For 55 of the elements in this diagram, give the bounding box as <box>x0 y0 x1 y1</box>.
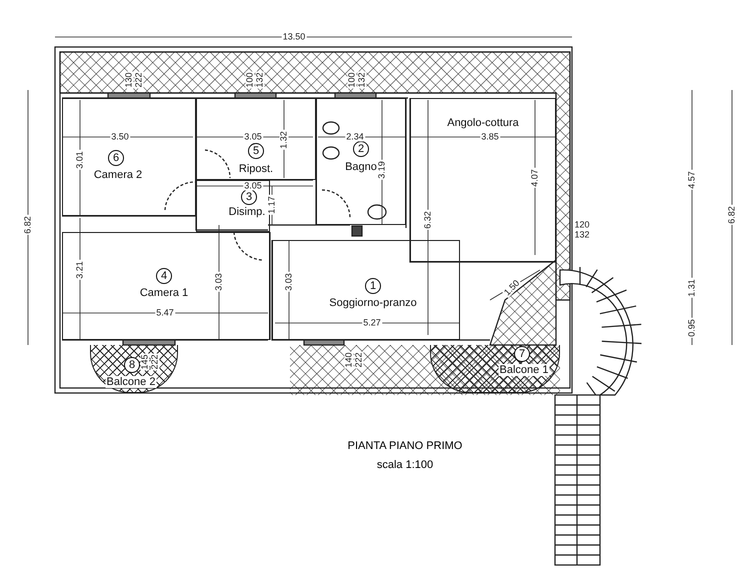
dimension-label: 3.03 <box>214 272 224 292</box>
room-name: Camera 1 <box>140 287 188 299</box>
dimension-label: 3.19 <box>378 160 386 180</box>
balcony-area <box>90 345 178 393</box>
dimension-label: 3.21 <box>76 260 84 280</box>
dimension-label: 222 <box>354 351 364 369</box>
room-name: Disimp. <box>228 206 266 218</box>
room-number: 2 <box>353 141 369 157</box>
dimension-label: 6.82 <box>24 215 32 235</box>
room-name: Soggiorno-pranzo <box>329 297 417 309</box>
dimension-label: 132 <box>358 71 366 89</box>
room-number: 8 <box>124 357 140 373</box>
plan-title: PIANTA PIANO PRIMO <box>348 440 462 452</box>
dimension-label: 3.01 <box>76 150 84 170</box>
dimension-label: 6.82 <box>728 205 736 225</box>
room-number: 5 <box>248 143 264 159</box>
dimension-label: 140 <box>344 351 354 369</box>
dimension-label: 2.34 <box>345 132 365 142</box>
dimension-label: 6.32 <box>424 210 432 230</box>
room-name: Balcone 2 <box>106 376 156 388</box>
room-name: Angolo-cottura <box>447 117 519 129</box>
dimension-label: 4.57 <box>688 170 696 190</box>
room-number: 6 <box>108 150 124 166</box>
dimension-label: 132 <box>256 71 264 89</box>
dimension-label: 100 <box>246 71 254 89</box>
dimension-label: 5.27 <box>362 318 382 328</box>
dimension-label: 1.17 <box>268 195 276 215</box>
room-name: Bagno <box>345 161 377 173</box>
dimension-label: 4.07 <box>530 168 540 188</box>
room-area <box>410 98 556 262</box>
room-name: Camera 2 <box>94 169 142 181</box>
dimension-label: 0.95 <box>688 318 696 338</box>
dimension-label: 222 <box>150 353 160 371</box>
balcony-area <box>430 345 560 393</box>
dimension-label: 13.50 <box>282 32 306 42</box>
dimension-label: 3.50 <box>110 132 130 142</box>
dimension-label: 222 <box>134 71 144 89</box>
dimension-label: 3.05 <box>243 132 263 142</box>
scale-note: scala 1:100 <box>376 459 434 471</box>
room-number: 4 <box>156 268 172 284</box>
dimension-label: 5.47 <box>155 308 175 318</box>
dimension-label: 100 <box>348 71 356 89</box>
dimension-label: 3.05 <box>243 182 263 190</box>
dimension-label: 130 <box>124 71 134 89</box>
room-name: Balcone 1 <box>498 364 550 376</box>
room-number: 3 <box>241 189 257 205</box>
dimension-label: 3.85 <box>480 132 500 142</box>
dimension-label: 1.32 <box>280 130 288 150</box>
dimension-label: 132 <box>573 230 591 240</box>
dimension-label: 145 <box>140 353 150 371</box>
dimension-label: 3.03 <box>284 272 294 292</box>
room-number: 1 <box>365 278 381 294</box>
dimension-label: 1.31 <box>688 278 696 298</box>
room-name: Ripost. <box>238 163 274 175</box>
dimension-label: 120 <box>573 220 591 230</box>
